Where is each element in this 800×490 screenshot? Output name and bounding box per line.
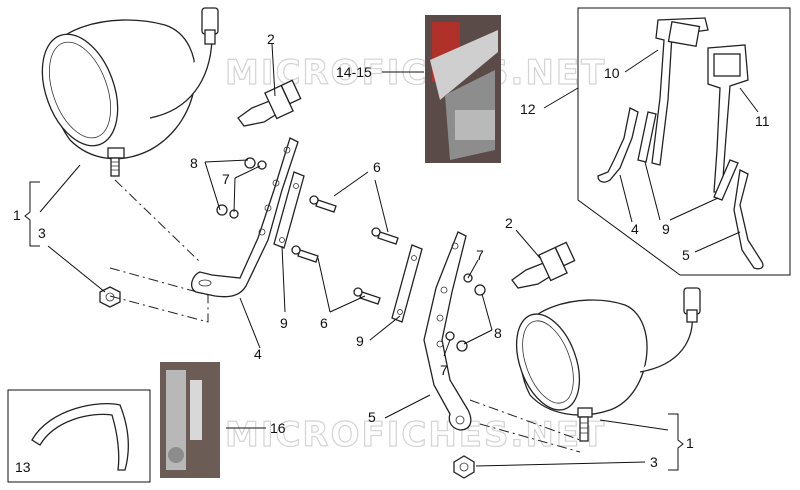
callout-1-right: 1: [686, 435, 694, 451]
callout-7-left: 7: [222, 171, 230, 187]
right-headlamp: [515, 287, 701, 442]
callout-8-left: 8: [190, 155, 198, 171]
callout-6-top: 6: [373, 159, 381, 175]
plate-left: [273, 171, 305, 249]
box-item-12: [577, 7, 791, 276]
callout-16: 16: [270, 420, 286, 436]
callout-7-mid: 7: [440, 362, 448, 378]
callout-8-right: 8: [494, 325, 502, 341]
callout-11: 11: [755, 113, 770, 129]
axis-right-nut: [479, 423, 581, 453]
callout-3-left: 3: [38, 225, 46, 241]
callout-3-right: 3: [650, 454, 658, 470]
callout-14-15: 14-15: [336, 64, 372, 80]
bracket-left: [190, 137, 299, 298]
callout-12: 12: [520, 101, 536, 117]
plate-middle: [391, 244, 423, 323]
watermark-bottom: MICROFICHES.NET: [225, 415, 606, 455]
bulb-top: [237, 79, 302, 127]
callout-9-mid: 9: [356, 333, 364, 349]
axis-left-nut: [109, 267, 209, 323]
callout-1-left: 1: [13, 207, 21, 223]
box-item-13: [7, 389, 151, 483]
bracket-right: [423, 231, 472, 431]
fasteners-left: [216, 157, 399, 305]
callout-4-left: 4: [254, 346, 262, 362]
callout-5-bottom: 5: [368, 409, 376, 425]
photo-16: [160, 362, 220, 478]
callout-6-bottom: 6: [320, 315, 328, 331]
callout-10: 10: [604, 65, 620, 81]
callout-2-right: 2: [505, 215, 513, 231]
callout-5-box: 5: [682, 247, 690, 263]
callout-2-top: 2: [267, 31, 275, 47]
leader-lines: [24, 43, 759, 471]
left-headlamp: [41, 7, 219, 177]
photo-14-15: [425, 15, 501, 163]
callout-13: 13: [15, 459, 31, 475]
callout-9-box: 9: [662, 221, 670, 237]
callout-9-left: 9: [280, 315, 288, 331]
callout-4-box: 4: [631, 221, 639, 237]
nut-right: [453, 455, 475, 479]
bulb-right: [511, 241, 576, 289]
callout-7-right: 7: [476, 247, 484, 263]
axis-left-lamp: [114, 179, 201, 263]
